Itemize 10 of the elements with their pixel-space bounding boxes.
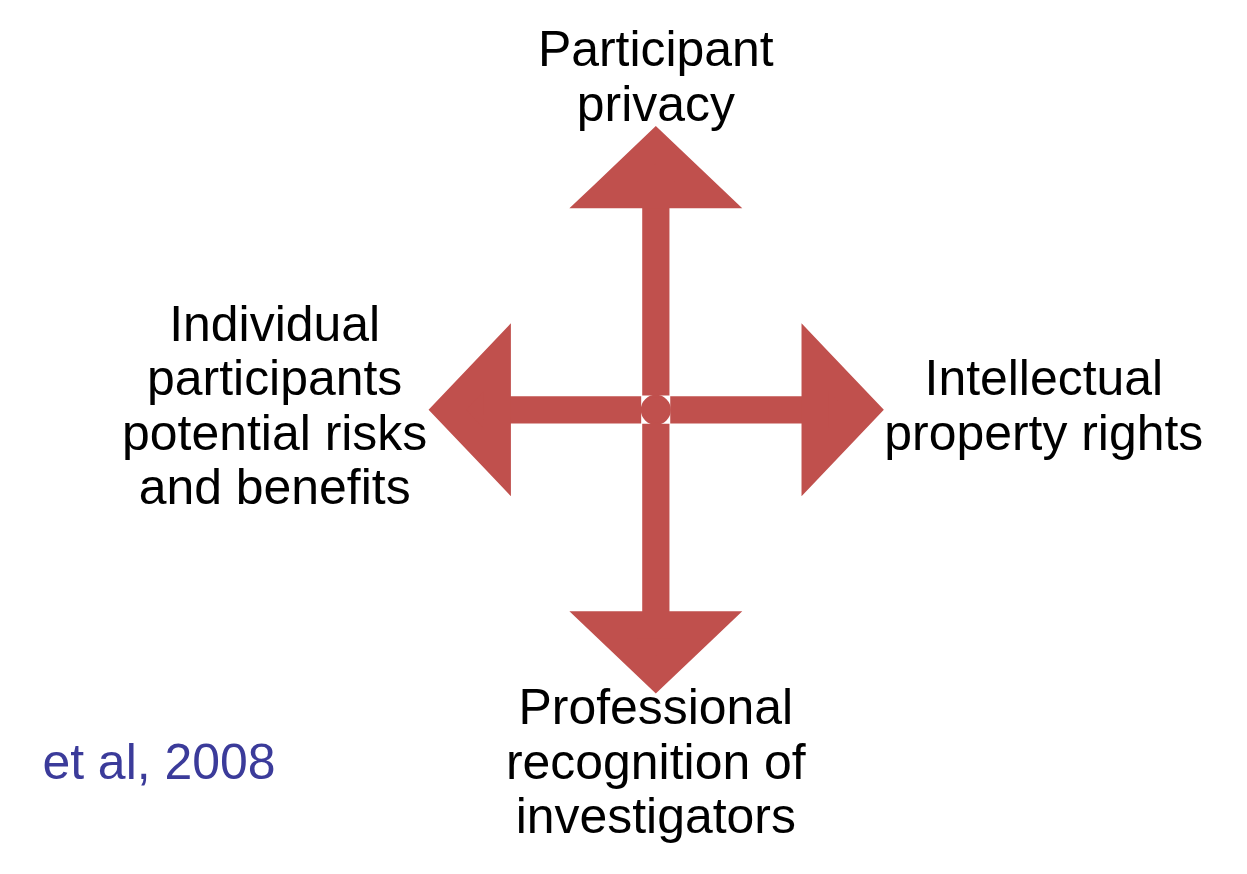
arrow — [569, 126, 743, 396]
node-text: Intellectual property rights — [884, 350, 1204, 461]
arrow — [428, 323, 642, 497]
arrow — [569, 423, 743, 694]
node-text: Participant privacy — [537, 21, 774, 132]
node-text: Individual participants potential risks and benefits — [122, 295, 428, 516]
label: et al, 2008 — [42, 733, 276, 790]
node-point — [640, 394, 671, 425]
arrow — [670, 323, 884, 497]
node-text: Professional recognition of investigators — [506, 679, 806, 845]
